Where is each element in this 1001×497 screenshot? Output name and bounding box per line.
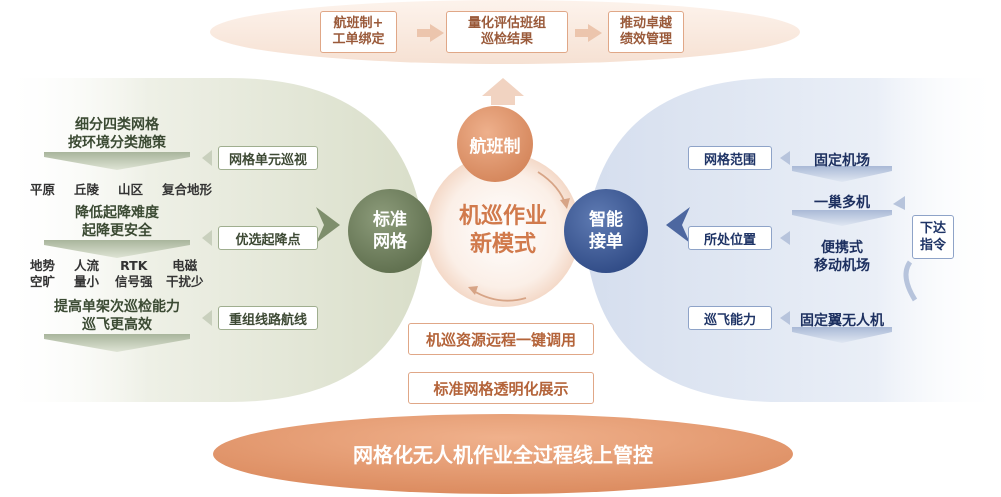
grid-range-label: 网格范围 [703, 152, 756, 168]
left-circle-label-wrap: 标准 网格 [348, 189, 432, 273]
grid-range-box: 网格范围 [688, 146, 772, 170]
factor-rtk: RTK 信号强 [115, 258, 153, 289]
dispatch-label: 下达 指令 [919, 221, 946, 253]
left-arrow-icon [780, 151, 790, 165]
landing-point-label: 优选起降点 [235, 232, 301, 248]
dispatch-curve [903, 260, 918, 302]
flow-step-1: 航班制+ 工单绑定 [320, 11, 397, 53]
right-blue-circle [564, 189, 648, 273]
left-arrow-icon [780, 231, 790, 245]
chevron-down-icon [792, 327, 892, 343]
flow-arrow-icon [417, 24, 444, 42]
left-arrow-icon [202, 310, 212, 326]
top-orange-circle [457, 106, 533, 182]
flight-capability-box: 巡飞能力 [688, 306, 772, 330]
location-label: 所处位置 [703, 232, 756, 248]
left-arrow-icon [666, 207, 690, 243]
location-box: 所处位置 [688, 226, 772, 250]
chevron-down-icon [792, 210, 892, 226]
grid-display-box: 标准网格透明化展示 [408, 372, 594, 404]
grid-cell-patrol-label: 网格单元巡视 [228, 152, 307, 168]
cycle-arrow-left [471, 289, 527, 302]
flow-step-3: 推动卓越 绩效管理 [608, 11, 684, 53]
left-arrow-icon [780, 311, 790, 325]
left-heading-2: 降低起降难度 起降更安全 [75, 205, 159, 239]
chevron-down-icon [44, 334, 190, 352]
right-circle-label-wrap: 智能 接单 [564, 189, 648, 273]
left-arrow-icon [202, 230, 212, 246]
multi-drone-nest-label: 一巢多机 [814, 195, 870, 211]
main-title: 机巡作业 新模式 [458, 204, 547, 257]
bottom-banner-text: 网格化无人机作业全过程线上管控 [353, 443, 653, 467]
bottom-banner-ellipse [213, 414, 793, 494]
top-circle-label: 航班制 [469, 136, 521, 157]
grid-cell-patrol-box: 网格单元巡视 [218, 146, 318, 170]
route-reorg-label: 重组线路航线 [228, 312, 307, 328]
center-circle [426, 153, 580, 307]
remote-call-box: 机巡资源远程一键调用 [408, 323, 594, 355]
flow-step-3-label: 推动卓越 绩效管理 [619, 16, 672, 47]
left-green-circle [348, 189, 432, 273]
factor-terrain: 地势 空旷 [30, 258, 56, 289]
terrain-mountain: 山区 [118, 182, 144, 197]
grid-display-label: 标准网格透明化展示 [433, 379, 569, 398]
terrain-hill: 丘陵 [74, 182, 100, 197]
left-heading-1: 细分四类网格 按环境分类施策 [68, 117, 166, 151]
right-circle-label: 智能 接单 [589, 210, 623, 252]
right-arrow-icon [316, 207, 340, 243]
main-title-wrap: 机巡作业 新模式 [443, 196, 563, 266]
dispatch-box: 下达 指令 [912, 215, 954, 259]
flow-arrow-icon [575, 24, 602, 42]
chevron-down-icon [44, 152, 190, 170]
chevron-down-icon [44, 240, 190, 258]
up-arrow [482, 78, 524, 105]
factor-crowd: 人流 量小 [74, 258, 100, 289]
route-reorg-box: 重组线路航线 [218, 306, 318, 330]
factor-em: 电磁 干扰少 [166, 258, 204, 289]
fixed-airport-label: 固定机场 [814, 153, 870, 169]
flow-step-1-label: 航班制+ 工单绑定 [332, 16, 385, 47]
fixed-wing-label: 固定翼无人机 [800, 313, 884, 329]
flight-capability-label: 巡飞能力 [703, 312, 756, 328]
landing-point-box: 优选起降点 [218, 226, 318, 250]
chevron-down-icon [792, 166, 892, 182]
terrain-plain: 平原 [30, 182, 56, 197]
portable-airport-label: 便携式 移动机场 [814, 240, 870, 274]
remote-call-label: 机巡资源远程一键调用 [425, 330, 576, 349]
top-circle-label-wrap: 航班制 [457, 106, 533, 182]
left-arrow-icon [202, 150, 212, 166]
left-circle-label: 标准 网格 [373, 210, 407, 252]
terrain-complex: 复合地形 [162, 182, 213, 197]
flow-step-2: 量化评估班组 巡检结果 [446, 11, 568, 53]
flow-step-2-label: 量化评估班组 巡检结果 [467, 16, 546, 47]
left-heading-3: 提高单架次巡检能力 巡飞更高效 [54, 299, 180, 333]
